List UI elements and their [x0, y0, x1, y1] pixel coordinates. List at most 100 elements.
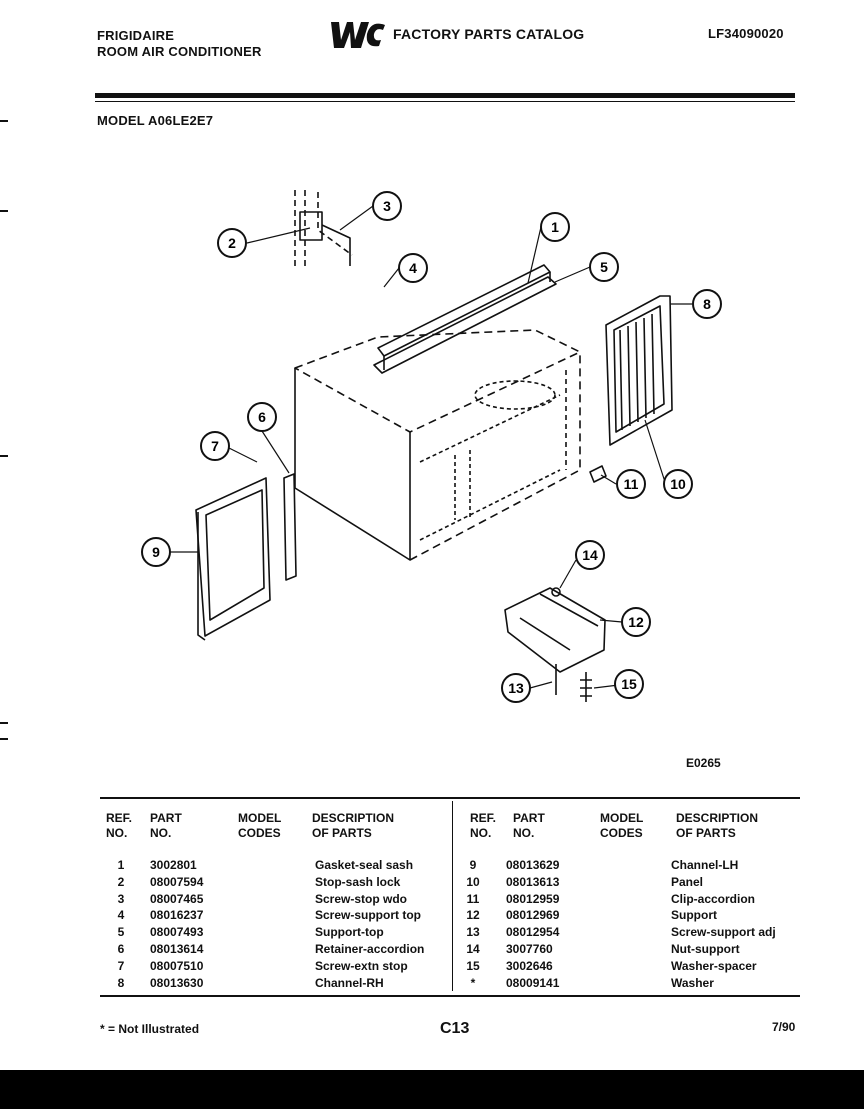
model-label: MODEL A06LE2E7: [97, 113, 214, 128]
part-no: 08007510: [150, 958, 204, 973]
scan-edge-mark: [0, 738, 8, 740]
ref-no: 2: [117, 874, 125, 889]
desc-column-left: Gasket-seal sash Stop-sash lock Screw-st…: [315, 857, 424, 991]
ref-no: 5: [117, 925, 125, 940]
part-no: 08009141: [506, 975, 560, 990]
ref-no: 10: [466, 874, 480, 889]
ref-no: 9: [469, 858, 477, 872]
callout-13: 13: [508, 680, 524, 696]
part-description: Screw-extn stop: [315, 958, 408, 973]
part-no: 08007493: [150, 925, 204, 940]
ref-no: 4: [117, 908, 125, 923]
callout-15: 15: [621, 676, 637, 692]
part-no: 08007594: [150, 874, 204, 889]
ref-no: 13: [466, 925, 480, 940]
header-rule-thin: [95, 101, 795, 102]
callout-8: 8: [703, 296, 711, 312]
ref-column-left: 1 2 3 4 5 6 7 8: [106, 857, 136, 991]
callout-2: 2: [228, 235, 236, 251]
callout-4: 4: [409, 260, 417, 276]
part-description: Washer: [671, 975, 714, 990]
table-rule-top: [100, 797, 800, 799]
part-no: 08013613: [506, 874, 560, 889]
part-description: Nut-support: [671, 941, 740, 956]
callout-1: 1: [551, 219, 559, 235]
callout-5: 5: [600, 259, 608, 275]
part-column-right: 08013629 08013613 08012959 08012969 0801…: [506, 857, 559, 991]
page-date: 7/90: [772, 1020, 796, 1034]
part-no: 08012959: [506, 891, 560, 906]
scan-border-band: [0, 1070, 864, 1109]
callout-7: 7: [211, 438, 219, 454]
diagram-code: E0265: [686, 756, 721, 770]
callout-9: 9: [152, 544, 160, 560]
callout-10: 10: [670, 476, 686, 492]
part-no: 3002646: [506, 958, 553, 973]
part-description: Stop-sash lock: [315, 874, 401, 889]
part-no: 3002801: [150, 858, 197, 872]
part-description: Gasket-seal sash: [315, 858, 414, 872]
scan-edge-mark: [0, 722, 8, 724]
callout-3: 3: [383, 198, 391, 214]
page-number: C13: [440, 1020, 470, 1037]
scan-edge-mark: [0, 120, 8, 122]
ref-no: 11: [466, 891, 480, 906]
part-no: 08013630: [150, 975, 204, 990]
callout-12: 12: [628, 614, 644, 630]
part-description: Screw-support top: [315, 908, 422, 923]
part-column-left: 3002801 08007594 08007465 08016237 08007…: [150, 857, 203, 991]
part-description: Support-top: [315, 925, 384, 940]
ref-no: 15: [466, 958, 480, 973]
part-description: Channel-LH: [671, 858, 739, 872]
part-description: Support: [671, 908, 717, 923]
ref-no: 1: [117, 858, 125, 872]
catalog-number: LF34090020: [708, 26, 784, 41]
table-column-divider: [452, 801, 453, 991]
ref-no: 6: [117, 941, 125, 956]
catalog-title: FACTORY PARTS CATALOG: [393, 26, 585, 42]
part-description: Panel: [671, 874, 704, 889]
part-description: Clip-accordion: [671, 891, 756, 906]
ref-column-right: 9 10 11 12 13 14 15 *: [458, 857, 488, 991]
ref-no: 7: [117, 958, 125, 973]
part-no: 08012969: [506, 908, 560, 923]
ref-no: 12: [466, 908, 480, 923]
exploded-parts-diagram: 1 2 3 4 5 6 7 8 9 10 11 12 13 14 15: [141, 190, 722, 703]
ref-no: 14: [466, 941, 480, 956]
wci-logo: [331, 22, 385, 48]
ref-no: 8: [117, 975, 125, 990]
part-description: Screw-support adj: [671, 925, 776, 940]
table-rule-bottom: [100, 995, 800, 997]
part-no: 08016237: [150, 908, 204, 923]
part-description: Screw-stop wdo: [315, 891, 408, 906]
part-description: Washer-spacer: [671, 958, 757, 973]
callout-14: 14: [582, 547, 598, 563]
desc-column-right: Channel-LH Panel Clip-accordion Support …: [671, 857, 776, 991]
ref-no: *: [470, 975, 476, 990]
part-description: Channel-RH: [315, 975, 384, 990]
brand-name: FRIGIDAIRE: [97, 28, 175, 43]
part-no: 08013629: [506, 858, 560, 872]
product-type: ROOM AIR CONDITIONER: [97, 44, 262, 59]
part-no: 08007465: [150, 891, 204, 906]
part-description: Retainer-accordion: [315, 941, 425, 956]
header-ref-right: REF.NO.: [470, 811, 497, 840]
header-rule-thick: [95, 93, 795, 98]
callout-6: 6: [258, 409, 266, 425]
part-no: 08012954: [506, 925, 560, 940]
scan-edge-mark: [0, 455, 8, 457]
not-illustrated-note: * = Not Illustrated: [100, 1022, 200, 1036]
callout-11: 11: [624, 476, 639, 492]
part-no: 08013614: [150, 941, 204, 956]
part-no: 3007760: [506, 941, 553, 956]
scan-edge-mark: [0, 210, 8, 212]
ref-no: 3: [117, 891, 125, 906]
header-ref-left: REF.NO.: [106, 811, 133, 840]
